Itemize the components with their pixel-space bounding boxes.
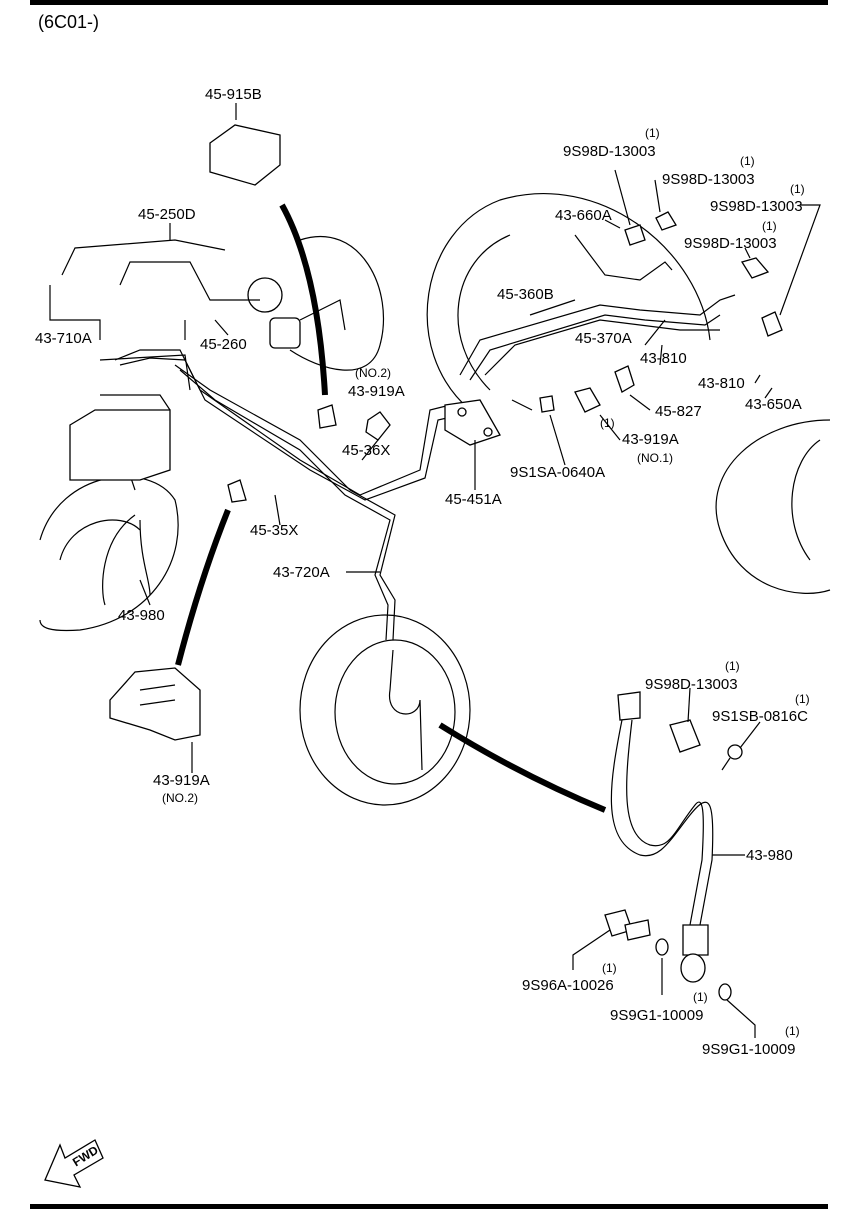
qty-9S98D-4: (1)	[762, 219, 777, 233]
label-45-915B: 45-915B	[205, 86, 262, 103]
label-43-919A-no1: 43-919A	[622, 431, 679, 448]
label-45-260: 45-260	[200, 336, 247, 353]
label-9S98D-3: 9S98D-13003	[710, 198, 803, 215]
leader-45-915B	[279, 203, 328, 396]
clip-43-919A-no2-large	[109, 667, 201, 741]
wheel-rear-right	[715, 419, 831, 594]
label-no2-bottom: (NO.2)	[162, 791, 198, 805]
qty-9S98D-3: (1)	[790, 182, 805, 196]
clip-9S98D-3	[740, 257, 770, 279]
qty-43-919A-no1: (1)	[600, 416, 615, 430]
top-border	[30, 0, 828, 5]
label-9S98D-5: 9S98D-13003	[645, 676, 738, 693]
union-bolt-9S96A	[604, 909, 651, 941]
clip-45-827	[614, 365, 635, 393]
label-43-810-a: 43-810	[640, 350, 687, 367]
junction-block	[444, 399, 501, 446]
label-43-810-b: 43-810	[698, 375, 745, 392]
bottom-border	[30, 1204, 828, 1209]
label-9S96A-10026: 9S96A-10026	[522, 977, 614, 994]
clip-43-919A-no1	[574, 387, 601, 413]
qty-9S1SB: (1)	[795, 692, 810, 706]
label-43-919A-top: 43-919A	[348, 383, 405, 400]
clip-45-35X	[227, 479, 247, 503]
clip-part	[317, 404, 337, 429]
leader-43-919A-no2	[175, 508, 231, 666]
hose-rear-left	[389, 649, 423, 771]
label-43-980-left: 43-980	[118, 607, 165, 624]
label-45-370A: 45-370A	[575, 330, 632, 347]
fwd-arrow	[44, 1139, 104, 1188]
diagram-code: (6C01-)	[38, 12, 100, 32]
qty-9S9G1-a: (1)	[693, 990, 708, 1004]
label-43-660A: 43-660A	[555, 207, 612, 224]
hose-left	[102, 514, 151, 606]
clip-9S98D-2	[655, 211, 677, 231]
label-no1: (NO.1)	[637, 451, 673, 465]
bolt-9S1SA	[539, 395, 555, 413]
washer-9S9G1-a	[655, 938, 669, 956]
connector-45-915B	[209, 124, 281, 186]
label-45-250D: 45-250D	[138, 206, 196, 223]
qty-9S98D-1: (1)	[645, 126, 660, 140]
leader-43-980	[438, 722, 607, 813]
qty-9S9G1-b: (1)	[785, 1024, 800, 1038]
label-43-650A: 43-650A	[745, 396, 802, 413]
label-9S98D-2: 9S98D-13003	[662, 171, 755, 188]
hose-detail-43-980	[610, 691, 714, 983]
qty-9S98D-2: (1)	[740, 154, 755, 168]
washer-9S9G1-b	[718, 983, 732, 1001]
label-43-720A: 43-720A	[273, 564, 330, 581]
label-9S98D-4: 9S98D-13003	[684, 235, 777, 252]
clip-9S98D-1	[624, 224, 646, 246]
label-9S9G1-10009-a: 9S9G1-10009	[610, 1007, 704, 1024]
clip-9S98D-5	[669, 719, 701, 753]
brake-booster	[247, 235, 384, 371]
label-45-827: 45-827	[655, 403, 702, 420]
label-45-36X: 45-36X	[342, 442, 391, 459]
label-45-360B: 45-360B	[497, 286, 554, 303]
label-45-451A: 45-451A	[445, 491, 502, 508]
label-9S1SA-0640A: 9S1SA-0640A	[510, 464, 606, 481]
label-9S9G1-10009-b: 9S9G1-10009	[702, 1041, 796, 1058]
wheel-front-left	[39, 476, 179, 632]
wheel-rear-left	[299, 614, 471, 806]
label-45-35X: 45-35X	[250, 522, 299, 539]
label-9S1SB-0816C: 9S1SB-0816C	[712, 708, 808, 725]
abs-unit	[69, 354, 191, 481]
qty-9S96A: (1)	[602, 961, 617, 975]
clip-43-919A	[365, 411, 391, 441]
label-9S98D-1: 9S98D-13003	[563, 143, 656, 160]
qty-9S98D-5: (1)	[725, 659, 740, 673]
label-no2-top: (NO.2)	[355, 366, 391, 380]
label-43-710A: 43-710A	[35, 330, 92, 347]
clip-9S98D-4	[761, 311, 783, 337]
leader-lines	[49, 103, 821, 1038]
label-43-919A-bottom: 43-919A	[153, 772, 210, 789]
wheel-front-right	[426, 193, 711, 411]
label-43-980-right: 43-980	[746, 847, 793, 864]
bolt-9S1SB	[721, 744, 743, 771]
